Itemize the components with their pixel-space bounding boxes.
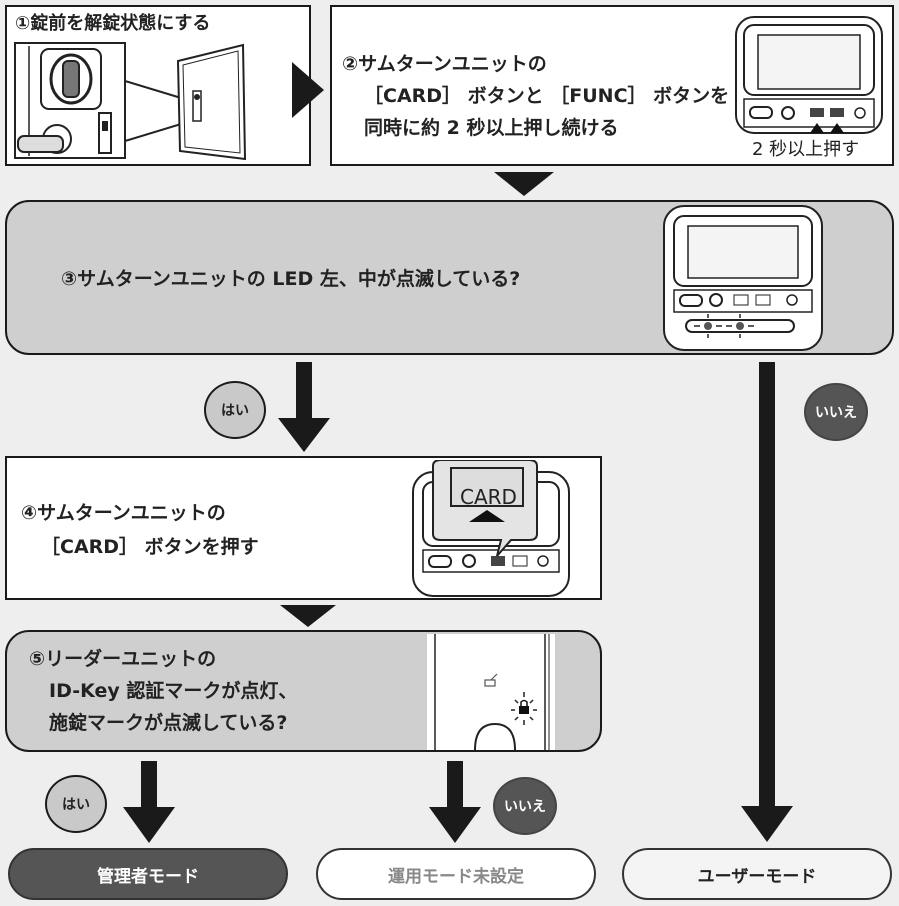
step5-text-line1: ⑤リーダーユニットの — [29, 648, 217, 670]
step2-text-line1: ②サムターンユニットの — [342, 53, 547, 75]
step5-text-line3: 施錠マークが点滅している? — [49, 712, 288, 734]
arrow-down-long-icon — [741, 362, 793, 842]
step5-text-line2: ID-Key 認証マークが点灯、 — [49, 680, 298, 702]
unset-mode-result: 運用モード未設定 — [316, 848, 596, 900]
thumbturn-unit-illustration — [735, 16, 883, 134]
no-bubble-1: いいえ — [804, 383, 868, 441]
yes-bubble-2: はい — [45, 775, 107, 833]
step2-caption: 2 秒以上押す — [752, 139, 860, 160]
no-bubble-2: いいえ — [493, 777, 557, 835]
door-lock-illustration — [14, 42, 247, 161]
step5-box: ⑤リーダーユニットの ID-Key 認証マークが点灯、 施錠マークが点滅している… — [5, 630, 602, 752]
step2-text-line3: 同時に約 2 秒以上押し続ける — [364, 117, 619, 139]
step4-card-label: CARD — [460, 485, 517, 509]
step3-text: ③サムターンユニットの LED 左、中が点滅している? — [61, 268, 521, 290]
step4-box: ④サムターンユニットの ［CARD］ ボタンを押す CARD — [5, 456, 602, 600]
arrow-down-icon-3 — [429, 761, 481, 843]
arrow-down-icon — [278, 362, 330, 452]
step2-box: ②サムターンユニットの ［CARD］ ボタンと ［FUNC］ ボタンを 同時に約… — [330, 5, 894, 166]
step2-text-line2: ［CARD］ ボタンと ［FUNC］ ボタンを — [364, 85, 730, 107]
step4-text-line1: ④サムターンユニットの — [21, 502, 226, 524]
triangle-down-icon-2 — [280, 605, 336, 627]
step4-text-line2: ［CARD］ ボタンを押す — [41, 536, 259, 558]
thumbturn-card-illustration — [412, 460, 570, 597]
yes-bubble-1: はい — [204, 381, 266, 439]
arrow-down-icon-2 — [123, 761, 175, 843]
thumbturn-led-illustration — [663, 205, 823, 351]
step3-box: ③サムターンユニットの LED 左、中が点滅している? — [5, 200, 894, 355]
step1-box: ①錠前を解錠状態にする — [5, 5, 311, 166]
reader-unit-illustration — [427, 634, 555, 750]
admin-mode-result: 管理者モード — [8, 848, 288, 900]
user-mode-result: ユーザーモード — [622, 848, 892, 900]
triangle-right-icon — [292, 62, 324, 118]
triangle-down-icon — [494, 172, 554, 196]
step1-text: ①錠前を解錠状態にする — [15, 13, 211, 34]
